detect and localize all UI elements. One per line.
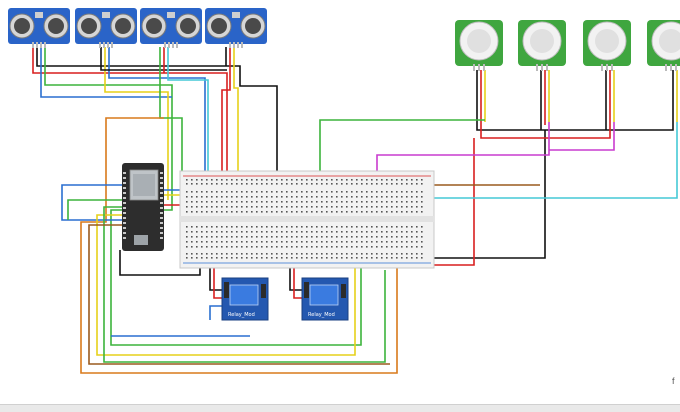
relay-label: Relay_Mod: [228, 312, 255, 318]
wire-black-2: [100, 47, 227, 71]
pir-sensors: [455, 20, 680, 71]
ultrasonic-sensor-1: [8, 8, 70, 48]
pir-sensor-2: [518, 20, 566, 71]
wire-black: [36, 47, 278, 178]
relay-module-1: Relay_Mod: [221, 277, 269, 321]
wire-blue-2: [108, 47, 206, 204]
wire-green-4: [103, 206, 386, 363]
breadboard: [179, 170, 435, 269]
relay-module-2: Relay_Mod: [301, 277, 349, 321]
pir-sensor-1: [455, 20, 503, 71]
ultrasonic-sensors: [8, 8, 267, 48]
corner-text: f: [672, 376, 675, 386]
wire-black-6: [289, 265, 302, 291]
wire-cyan: [167, 47, 209, 184]
window-bottom-strip: [0, 404, 680, 412]
wire-red-6: [293, 265, 302, 299]
wire-red: [32, 47, 228, 246]
wire-green-3: [67, 199, 125, 220]
wire-red-7: [480, 70, 611, 139]
wire-yellow-3: [96, 214, 356, 356]
wire-green-2: [159, 47, 183, 207]
wire-yellow-2: [233, 47, 239, 200]
wire-brown: [88, 224, 390, 365]
wire-blue-3: [61, 184, 125, 221]
wire-red-5: [213, 268, 222, 299]
pir-sensor-3: [583, 20, 631, 71]
usb-port: [134, 235, 148, 245]
wire-black-4: [119, 250, 201, 276]
wire-black-5: [209, 268, 222, 291]
ultrasonic-sensor-4: [205, 8, 267, 48]
ultrasonic-sensor-2: [75, 8, 137, 48]
relay-modules: Relay_Mod Relay_Mod: [221, 277, 349, 321]
wire-magenta-2: [549, 122, 615, 151]
wire-blue-6: [209, 305, 222, 320]
ultrasonic-sensor-3: [140, 8, 202, 48]
wire-red-3: [221, 47, 231, 190]
wire-blue: [40, 47, 172, 98]
wire-black-7: [476, 70, 674, 131]
wire-cyan-2: [430, 122, 678, 199]
wire-black-10: [433, 130, 546, 259]
relay-label: Relay_Mod: [308, 312, 335, 318]
esp32-board: [122, 163, 164, 251]
wire-red-9: [433, 138, 475, 266]
pir-sensor-4: [647, 20, 680, 71]
